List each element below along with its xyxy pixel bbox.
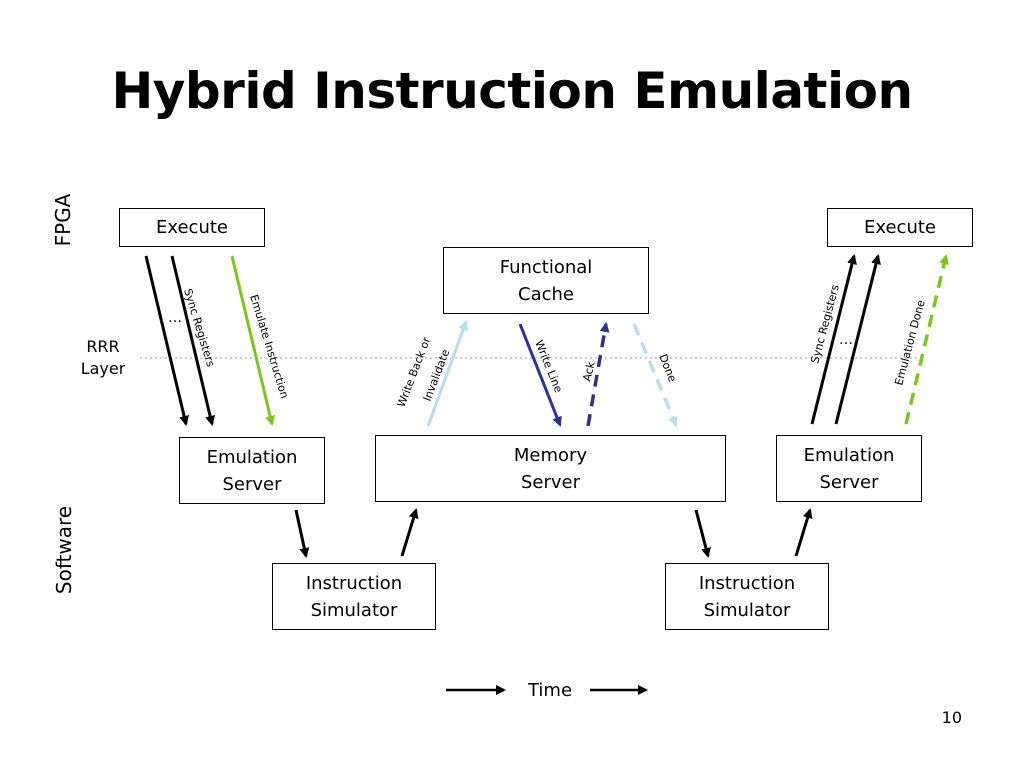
write-back-arrow (426, 320, 468, 427)
server-to-simulator-arrow-left (294, 509, 310, 558)
simulator-to-memory-arrow (400, 508, 419, 557)
sync-registers-label-left: Sync Registers (181, 287, 217, 369)
done-label: Done (656, 352, 679, 384)
emulate-instruction-arrow (230, 255, 276, 426)
sync-registers-arrow-right-1 (810, 254, 857, 425)
instruction-simulator-box-right: Instruction Simulator (665, 563, 829, 630)
execute-box-left: Execute (119, 208, 265, 247)
memory-to-simulator-arrow (694, 509, 711, 558)
emulation-server-box-left: Emulation Server (179, 437, 325, 504)
instruction-simulator-box-left: Instruction Simulator (272, 563, 436, 630)
ellipsis-left: … (168, 310, 182, 326)
slide-title: Hybrid Instruction Emulation (111, 62, 913, 120)
emulation-server-box-right: Emulation Server (776, 435, 922, 502)
sync-registers-arrow-left-1 (144, 255, 190, 426)
memory-server-box: Memory Server (375, 435, 726, 502)
ellipsis-right: … (839, 332, 853, 348)
simulator-to-server-arrow-right (794, 508, 813, 557)
write-line-arrow (518, 323, 562, 427)
execute-box-right: Execute (827, 208, 973, 247)
page-number: 10 (941, 708, 962, 727)
ack-arrow (586, 322, 610, 427)
sync-registers-arrow-right-2 (834, 254, 881, 425)
emulation-done-label: Emulation Done (892, 298, 927, 387)
sync-registers-arrow-left-2 (170, 255, 216, 426)
ack-label: Ack (580, 360, 598, 383)
time-label: Time (527, 680, 573, 701)
functional-cache-box: Functional Cache (443, 247, 649, 314)
emulation-done-arrow (904, 254, 950, 425)
rrr-layer-label: RRR Layer (80, 337, 126, 378)
done-arrow (632, 323, 678, 427)
